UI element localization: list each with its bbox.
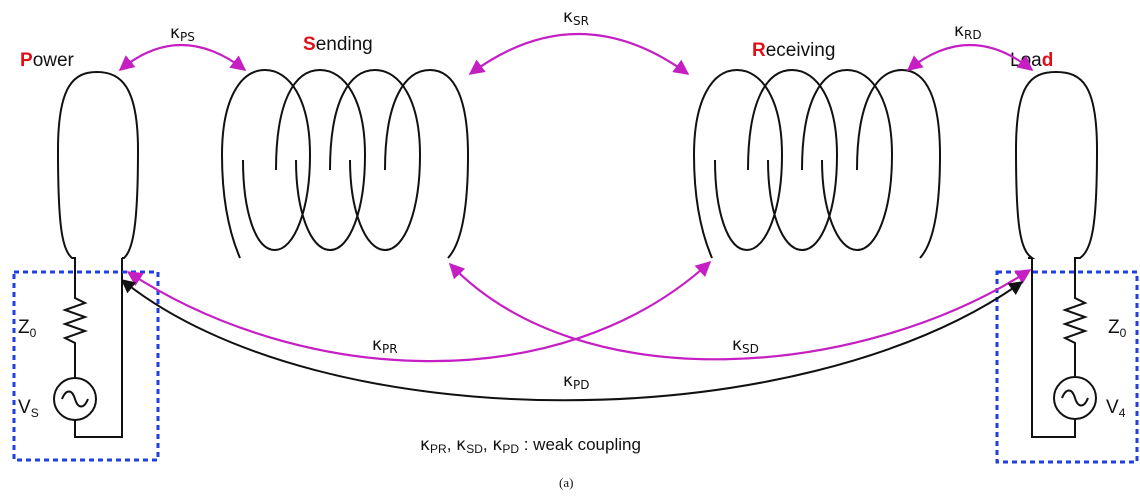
right-source-lead: [1066, 419, 1076, 438]
sending-label: Sending: [303, 34, 373, 55]
left-source-lead: [74, 420, 86, 438]
kpd-arrow: [120, 279, 1024, 402]
kpr-label: κPR: [372, 335, 398, 356]
load-box: [995, 270, 1139, 464]
load-label: Load: [1010, 50, 1053, 71]
z0-right-label: Z0: [1108, 317, 1127, 340]
load-loop-lead: [1031, 258, 1066, 438]
receiving-coil: [692, 68, 942, 259]
power-loop: [56, 70, 140, 268]
vs-sine-icon: [61, 390, 89, 408]
load-loop: [1014, 70, 1099, 270]
ksr-label: κSR: [563, 7, 589, 28]
ksr-arrow: [468, 32, 690, 75]
v4-sine-icon: [1061, 389, 1089, 407]
source-box: [12, 270, 160, 462]
weak-coupling-note: κPR, κSD, κPD : weak coupling: [420, 435, 641, 456]
kpd-label: κPD: [563, 371, 590, 392]
krd-label: κRD: [954, 21, 982, 42]
kps-label: κPS: [170, 23, 195, 44]
ksd-arrow: [448, 262, 1032, 361]
kpr-arrow: [126, 260, 712, 363]
receiving-label: Receiving: [752, 40, 835, 61]
z0-left-label: Z0: [18, 317, 37, 340]
figure-caption: (a): [559, 475, 573, 490]
v4-label: V4: [1106, 397, 1126, 420]
ksd-label: κSD: [732, 335, 759, 356]
sending-coil: [220, 68, 470, 259]
z0-right-resistor: [1061, 270, 1089, 376]
kps-arrow: [118, 44, 247, 71]
krd-arrow: [906, 44, 1034, 71]
z0-left-resistor: [61, 268, 89, 378]
power-label: Power: [20, 50, 75, 71]
vs-label: VS: [18, 397, 39, 420]
power-loop-lead: [86, 258, 123, 438]
